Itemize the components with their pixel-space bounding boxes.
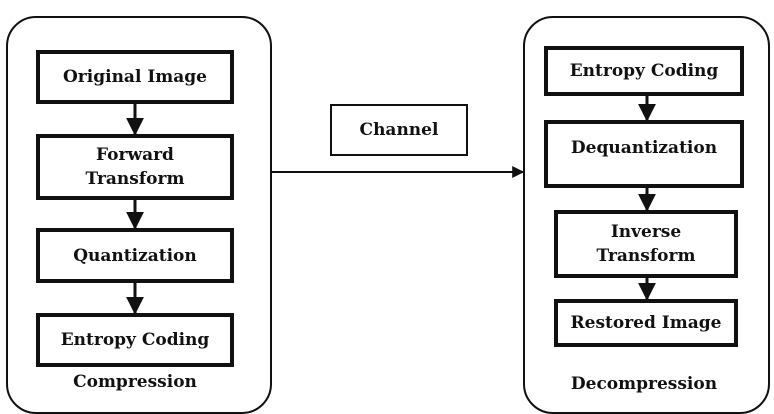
decompression-panel: [523, 16, 770, 414]
inverse-transform-label: Inverse Transform: [596, 222, 696, 266]
channel-box: Channel: [330, 104, 468, 156]
inverse-transform-box: Inverse Transform: [554, 210, 738, 278]
channel-label: Channel: [359, 120, 439, 140]
original-image-box: Original Image: [36, 50, 234, 104]
original-image-label: Original Image: [63, 67, 207, 87]
decompression-entropy-coding-label: Entropy Coding: [569, 61, 719, 81]
quantization-box: Quantization: [36, 228, 234, 283]
compression-entropy-coding-box: Entropy Coding: [36, 313, 234, 367]
compression-caption: Compression: [73, 372, 197, 392]
compression-panel: [6, 16, 272, 414]
forward-transform-label: Forward Transform: [85, 145, 185, 189]
forward-transform-box: Forward Transform: [36, 134, 234, 200]
quantization-label: Quantization: [73, 245, 197, 266]
dequantization-box: Dequantization: [544, 120, 744, 188]
compression-entropy-coding-label: Entropy Coding: [60, 330, 210, 350]
dequantization-label: Dequantization: [570, 138, 718, 158]
restored-image-box: Restored Image: [554, 299, 738, 347]
decompression-entropy-coding-box: Entropy Coding: [544, 46, 744, 96]
restored-image-label: Restored Image: [570, 313, 722, 333]
decompression-caption: Decompression: [570, 374, 718, 394]
